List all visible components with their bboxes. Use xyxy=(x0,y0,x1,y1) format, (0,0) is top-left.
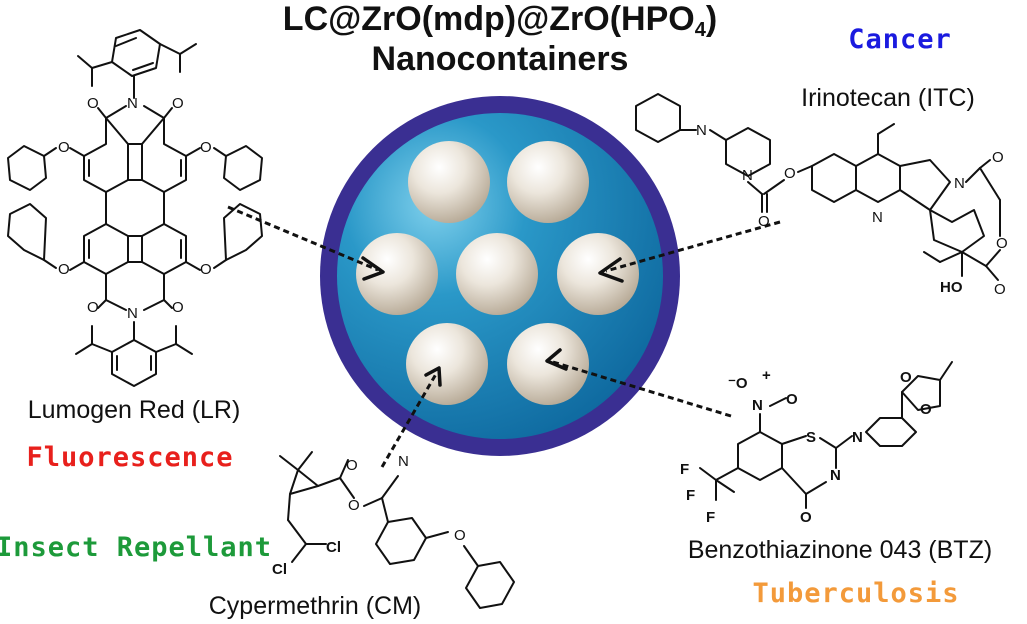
arrow-cypermethrin-head xyxy=(424,366,442,387)
atom-n-btz: N xyxy=(830,467,841,484)
pore-2 xyxy=(507,141,589,223)
irinotecan-application: Cancer xyxy=(848,24,952,55)
irinotecan-name: Irinotecan (ITC) xyxy=(801,84,975,112)
title-line2: Nanocontainers xyxy=(372,40,629,78)
title-subscript: 4 xyxy=(695,19,707,41)
arrow-irinotecan xyxy=(605,220,781,273)
atom-f-3: F xyxy=(706,509,715,526)
nanocontainer xyxy=(320,96,680,456)
atom-nitro-plus: + xyxy=(762,367,771,384)
atom-o-cm3: O xyxy=(454,527,466,544)
atom-o-dioxo1: O xyxy=(900,369,912,386)
arrow-irinotecan-head xyxy=(598,257,624,283)
atom-cl-2: Cl xyxy=(272,561,287,578)
atom-s: S xyxy=(806,429,816,446)
atom-nitro-n: N xyxy=(752,397,763,414)
lumogen-application: Fluorescence xyxy=(26,442,233,473)
btz-structure: ⁻O + N O S N O N O O F F F xyxy=(680,361,953,526)
pore-3 xyxy=(356,233,438,315)
atom-o-8: O xyxy=(172,299,184,316)
atom-o-5: O xyxy=(58,261,70,278)
atom-o-3: O xyxy=(58,139,70,156)
atom-n-top: N xyxy=(127,95,138,112)
atom-f-1: F xyxy=(680,461,689,478)
pore-6 xyxy=(406,323,488,405)
title-close: ) xyxy=(706,0,717,38)
title-line1: LC@ZrO(mdp)@ZrO(HPO4) xyxy=(283,0,717,41)
arrow-btz-head xyxy=(545,348,568,371)
atom-o-cm2: O xyxy=(348,497,360,514)
cypermethrin-name: Cypermethrin (CM) xyxy=(209,592,422,620)
arrow-lumogen xyxy=(227,205,379,272)
pore-7 xyxy=(507,323,589,405)
atom-o-4: O xyxy=(200,139,212,156)
lumogen-red-structure: N O O O O O xyxy=(7,29,263,387)
atom-n-bottom: N xyxy=(127,305,138,322)
atom-nitro-o2: O xyxy=(786,391,798,408)
atom-o-cm1: O xyxy=(346,457,358,474)
btz-application: Tuberculosis xyxy=(752,578,959,609)
atom-n-lactam: N xyxy=(954,175,965,192)
atom-o-6: O xyxy=(200,261,212,278)
arrow-cypermethrin xyxy=(380,373,438,468)
pore-4 xyxy=(456,233,538,315)
cypermethrin-application: Insect Repellant xyxy=(0,532,272,563)
atom-ho: HO xyxy=(940,279,963,296)
atom-f-2: F xyxy=(686,487,695,504)
atom-o-lactam: O xyxy=(992,149,1004,166)
atom-n-pip2: N xyxy=(742,167,753,184)
btz-name: Benzothiazinone 043 (BTZ) xyxy=(688,536,992,564)
arrow-lumogen-head xyxy=(361,256,385,281)
atom-o-dioxo2: O xyxy=(920,401,932,418)
atom-o-7: O xyxy=(87,299,99,316)
atom-o-ester: O xyxy=(784,165,796,182)
atom-n-quinoline: N xyxy=(872,209,883,226)
lumogen-name: Lumogen Red (LR) xyxy=(28,396,241,424)
atom-o-btz: O xyxy=(800,509,812,526)
atom-nitro-o: ⁻O xyxy=(728,375,748,392)
atom-n-nitrile: N xyxy=(398,453,409,470)
irinotecan-structure: N N O O N N O O O HO xyxy=(635,93,1008,298)
atom-o-ring: O xyxy=(996,235,1008,252)
atom-cl-1: Cl xyxy=(326,539,341,556)
atom-n-spiro: N xyxy=(852,429,863,446)
cypermethrin-structure: O O N O Cl Cl xyxy=(272,451,515,609)
atom-n-pip1: N xyxy=(696,122,707,139)
atom-o-carbonyl: O xyxy=(758,213,770,230)
atom-o-2: O xyxy=(172,95,184,112)
title-main: LC@ZrO(mdp)@ZrO(HPO xyxy=(283,0,695,38)
atom-o-lactone: O xyxy=(994,281,1006,298)
arrow-btz xyxy=(552,360,732,418)
pore-1 xyxy=(408,141,490,223)
atom-o-1: O xyxy=(87,95,99,112)
pore-5 xyxy=(557,233,639,315)
loading-arrows xyxy=(227,205,781,468)
